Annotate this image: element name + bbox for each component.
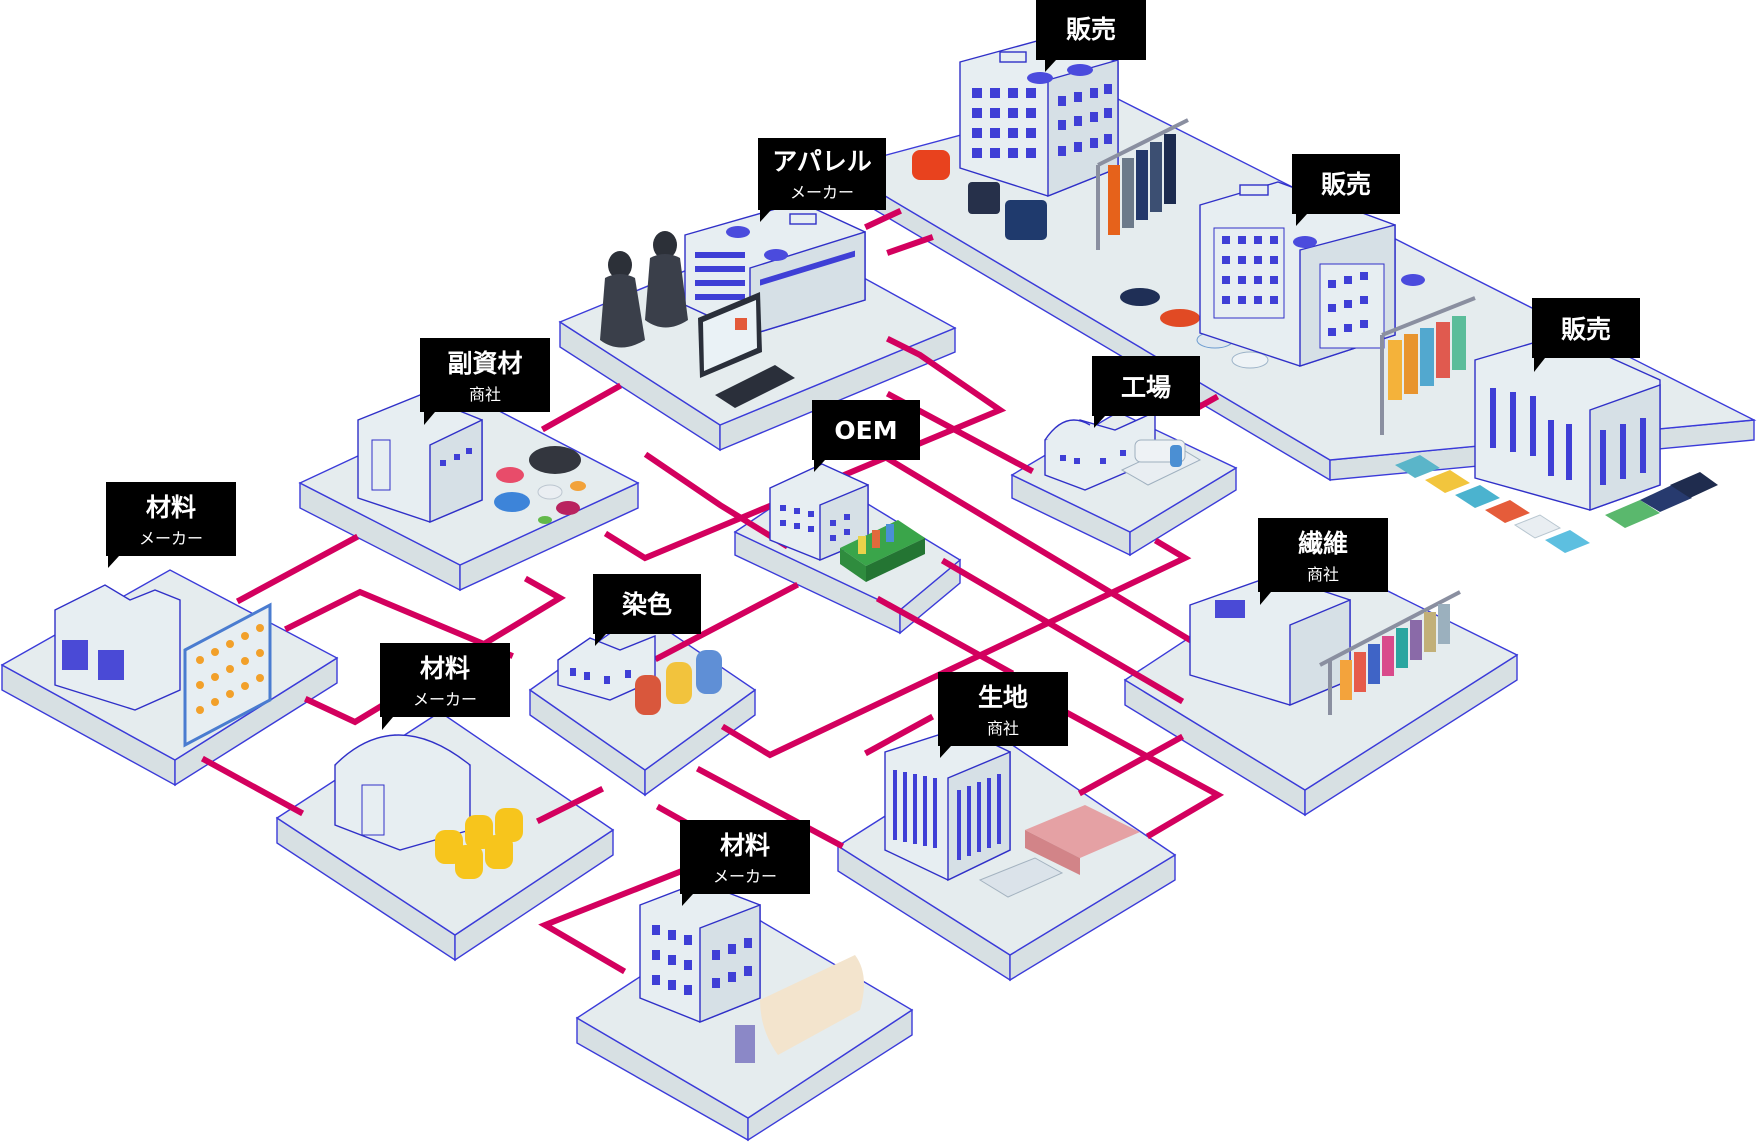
label-sales-3: 販売 [1532, 298, 1640, 372]
label-materials-maker-1: 材料 メーカー [106, 482, 236, 568]
apparel-maker-building [684, 201, 866, 336]
yarn-roll-icons [435, 808, 523, 879]
label-fiber-sub: 商社 [1307, 565, 1339, 584]
label-materials-2-main: 材料 [420, 654, 470, 683]
materials-maker-3-building [639, 881, 761, 1024]
label-fabric-main: 生地 [978, 683, 1028, 712]
label-sales-2: 販売 [1292, 154, 1400, 226]
sales-building-3 [1474, 334, 1661, 511]
button-icons [494, 446, 586, 524]
label-fiber-main: 繊維 [1298, 529, 1348, 558]
shirt-rack-icon [1380, 296, 1476, 435]
folded-fabric-icons [978, 805, 1140, 898]
label-sub-materials-main: 副資材 [447, 349, 522, 378]
sales-building-1 [959, 37, 1119, 198]
label-apparel-maker-main: アパレル [772, 147, 872, 176]
platform-materials-3 [575, 909, 914, 1142]
materials-maker-2-building [334, 734, 471, 851]
label-fabric-sub: 商社 [987, 719, 1019, 738]
label-dyeing-main: 染色 [622, 590, 672, 619]
materials-maker-1-building [54, 584, 181, 711]
sewing-machine-icon [1120, 439, 1202, 486]
label-sales-1: 販売 [1036, 0, 1146, 72]
fabric-machine-icon [840, 520, 925, 582]
label-materials-maker-2: 材料 メーカー [380, 643, 510, 730]
label-sales-1-main: 販売 [1066, 15, 1116, 44]
thread-loom-icon [183, 602, 272, 748]
label-materials-1-main: 材料 [146, 493, 196, 522]
label-sub-materials-sub: 商社 [469, 385, 501, 404]
sub-materials-building [357, 394, 483, 524]
label-sales-3-main: 販売 [1561, 315, 1611, 344]
label-materials-3-sub: メーカー [713, 867, 777, 886]
label-factory-main: 工場 [1121, 373, 1171, 402]
paper-roll-icon [735, 955, 864, 1063]
thread-spool-icons [635, 650, 722, 715]
label-materials-3-main: 材料 [720, 831, 770, 860]
sales-building-2 [1199, 181, 1425, 367]
label-apparel-maker-sub: メーカー [790, 183, 854, 202]
colorful-fabric-rack-icon [1319, 590, 1461, 715]
bag-icons [912, 150, 1047, 240]
label-fiber-trader: 繊維 商社 [1258, 518, 1388, 605]
label-materials-maker-3: 材料 メーカー [680, 820, 810, 906]
label-sales-2-main: 販売 [1321, 170, 1371, 199]
label-apparel-maker: アパレル メーカー [758, 138, 886, 222]
folded-shirt-icons [1395, 455, 1718, 553]
label-materials-2-sub: メーカー [413, 690, 477, 709]
computer-monitor-icon [698, 292, 795, 408]
label-materials-1-sub: メーカー [139, 529, 203, 548]
clothes-rack-icon [1096, 118, 1189, 250]
label-fabric-trader: 生地 商社 [938, 672, 1068, 758]
shoe-icons [1120, 288, 1269, 369]
label-factory: 工場 [1092, 356, 1200, 428]
node-labels: 販売 販売 販売 アパレル メーカー 副資材 商社 [106, 0, 1640, 906]
mannequin-icons [600, 231, 688, 348]
label-dyeing: 染色 [593, 574, 701, 646]
fabric-trader-building [884, 727, 1011, 882]
label-oem: OEM [812, 400, 920, 472]
label-sub-materials-trader: 副資材 商社 [420, 338, 550, 425]
label-oem-main: OEM [834, 416, 897, 445]
